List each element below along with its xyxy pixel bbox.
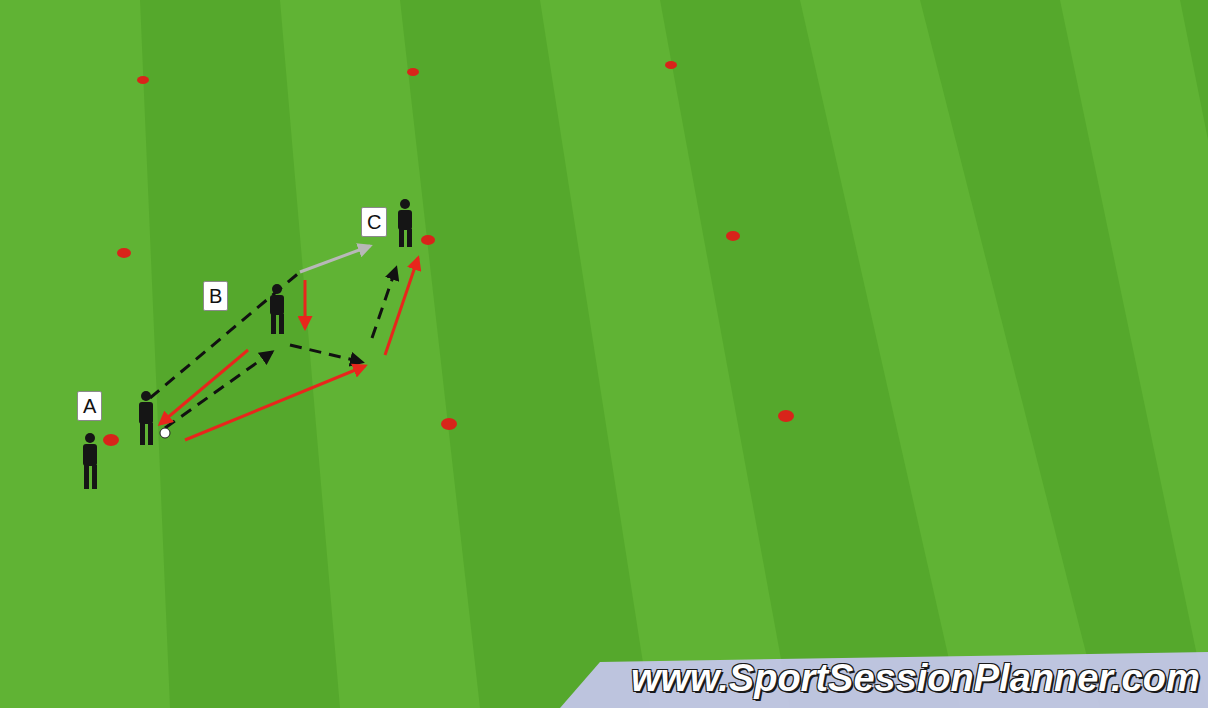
ball — [160, 428, 170, 438]
player-label: C — [361, 207, 387, 237]
watermark-band — [560, 652, 1208, 708]
label-text: C — [367, 210, 381, 234]
label-text: B — [209, 284, 222, 308]
cones — [103, 61, 794, 446]
movement-arrows — [150, 246, 418, 440]
label-text: A — [83, 394, 96, 418]
player-label: B — [203, 281, 228, 311]
players — [83, 199, 412, 489]
watermark-text: www.SportSessionPlanner.com — [631, 657, 1200, 700]
player-label: A — [77, 391, 102, 421]
